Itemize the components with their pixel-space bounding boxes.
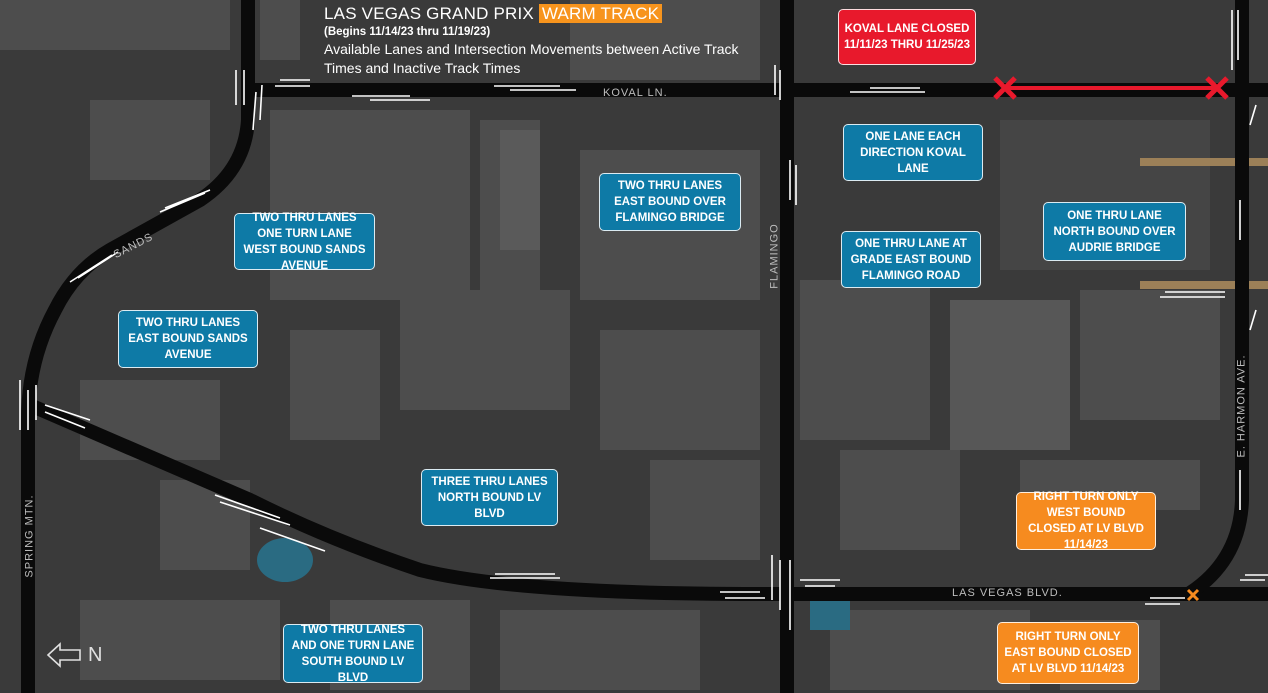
callout-right-turn-east: RIGHT TURN ONLY EAST BOUND CLOSED AT LV … [997,622,1139,684]
street-label-spring-mtn: SPRING MTN. [23,494,36,578]
street-label-flamingo: FLAMINGO [768,223,781,289]
title-dates: (Begins 11/14/23 thru 11/19/23) [324,26,491,38]
water-features [257,538,850,630]
title-subtitle: Available Lanes and Intersection Movemen… [324,41,739,76]
orange-closure-marker [1186,588,1200,602]
arrow-left-icon [46,642,81,668]
street-label-koval: KOVAL LN. [603,87,668,99]
map-title-block: LAS VEGAS GRAND PRIX WARM TRACK (Begins … [324,4,754,78]
callout-right-turn-west: RIGHT TURN ONLY WEST BOUND CLOSED AT LV … [1016,491,1156,551]
street-label-lv-blvd: LAS VEGAS BLVD. [952,587,1063,599]
north-label: N [88,643,103,666]
koval-closure-line [993,76,1229,100]
map-title: LAS VEGAS GRAND PRIX WARM TRACK [324,4,754,24]
callout-lv-north: THREE THRU LANES NORTH BOUND LV BLVD [421,469,558,526]
callout-koval-closed: KOVAL LANE CLOSED 11/11/23 THRU 11/25/23 [838,9,976,65]
callout-koval-one-lane: ONE LANE EACH DIRECTION KOVAL LANE [843,124,983,181]
lane-arrows [19,10,1268,630]
callout-flamingo-grade: ONE THRU LANE AT GRADE EAST BOUND FLAMIN… [841,231,981,288]
north-indicator: N [46,641,102,669]
callout-sands-east: TWO THRU LANES EAST BOUND SANDS AVENUE [118,310,258,368]
callout-sands-west: TWO THRU LANES ONE TURN LANE WEST BOUND … [234,212,375,272]
callout-lv-south: TWO THRU LANES AND ONE TURN LANE SOUTH B… [283,624,423,684]
title-highlight: WARM TRACK [538,4,663,23]
callout-audrie-bridge: ONE THRU LANE NORTH BOUND OVER AUDRIE BR… [1043,202,1186,261]
callout-flamingo-bridge: TWO THRU LANES EAST BOUND OVER FLAMINGO … [599,173,741,231]
street-label-harmon: E. HARMON AVE. [1235,354,1248,458]
title-main: LAS VEGAS GRAND PRIX [324,4,534,23]
